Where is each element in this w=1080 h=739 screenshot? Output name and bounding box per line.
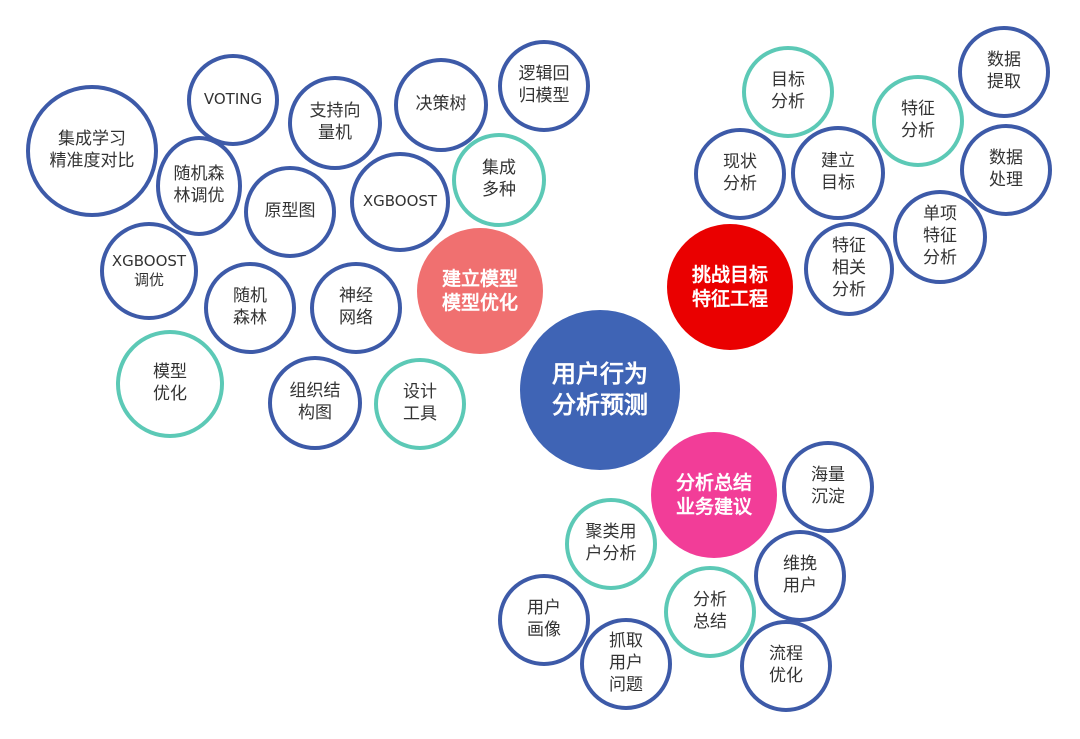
center-node: 用户行为 分析预测: [520, 310, 680, 470]
node-random-forest: 随机 森林: [204, 262, 296, 354]
node-org-chart: 组织结 构图: [268, 356, 362, 450]
node-neural-net: 神经 网络: [310, 262, 402, 354]
hub-summary: 分析总结 业务建议: [651, 432, 777, 558]
node-target-analysis: 目标 分析: [742, 46, 834, 138]
node-cluster-users: 聚类用 户分析: [565, 498, 657, 590]
node-data-process: 数据 处理: [960, 124, 1052, 216]
hub-summary-label: 分析总结 业务建议: [675, 471, 752, 518]
node-user-profile: 用户 画像: [498, 574, 590, 666]
node-build-target: 建立 目标: [791, 126, 885, 220]
node-data-extract: 数据 提取: [958, 26, 1050, 118]
hub-feature-label: 挑战目标 特征工程: [691, 263, 768, 310]
node-process-opt: 流程 优化: [740, 620, 832, 712]
hub-model-label: 建立模型 模型优化: [441, 267, 518, 314]
node-ensemble-many: 集成 多种: [452, 133, 546, 227]
node-prototype: 原型图: [244, 166, 336, 258]
node-status-analysis: 现状 分析: [694, 128, 786, 220]
node-feature-analysis: 特征 分析: [872, 75, 964, 167]
node-feature-corr: 特征 相关 分析: [804, 222, 894, 316]
node-model-opt: 模型 优化: [116, 330, 224, 438]
node-design-tool: 设计 工具: [374, 358, 466, 450]
hub-model: 建立模型 模型优化: [417, 228, 543, 354]
node-rf-tune: 随机森 林调优: [156, 136, 242, 236]
node-xgboost-tune: XGBOOST 调优: [100, 222, 198, 320]
node-logistic: 逻辑回 归模型: [498, 40, 590, 132]
node-capture-issues: 抓取 用户 问题: [580, 618, 672, 710]
node-retain-users: 维挽 用户: [754, 530, 846, 622]
node-massive-settle: 海量 沉淀: [782, 441, 874, 533]
node-summary-analysis: 分析 总结: [664, 566, 756, 658]
node-single-feature: 单项 特征 分析: [893, 190, 987, 284]
node-xgboost: XGBOOST: [350, 152, 450, 252]
hub-feature: 挑战目标 特征工程: [667, 224, 793, 350]
node-decision-tree: 决策树: [394, 58, 488, 152]
node-voting: VOTING: [187, 54, 279, 146]
center-node-label: 用户行为 分析预测: [552, 360, 648, 419]
node-svm: 支持向 量机: [288, 76, 382, 170]
node-ensemble-compare: 集成学习 精准度对比: [26, 85, 158, 217]
